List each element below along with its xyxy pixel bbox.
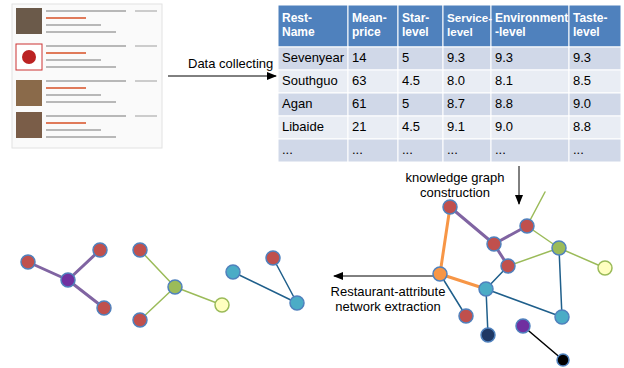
table-cell: ... (569, 139, 621, 162)
table-cell: Sevenyear (278, 47, 348, 70)
table-cell: 14 (348, 47, 398, 70)
arrow (519, 166, 520, 204)
table-header: Taste- level (569, 5, 621, 47)
knowledge-graph (433, 192, 612, 366)
table-cell: 8.8 (491, 93, 569, 116)
table-cell: 5 (398, 47, 443, 70)
table-cell: 21 (348, 116, 398, 139)
table-cell: 9.3 (443, 47, 491, 70)
table-cell: 9.3 (491, 47, 569, 70)
arrow-label: Restaurant-attribute network extraction (318, 284, 458, 314)
table-cell: 9.3 (569, 47, 621, 70)
table-header: Service- level (443, 5, 491, 47)
table-cell: Agan (278, 93, 348, 116)
table-header: Rest- Name (278, 5, 348, 47)
table-cell: 5 (398, 93, 443, 116)
table-cell: 8.1 (491, 70, 569, 93)
table-cell: ... (491, 139, 569, 162)
table-cell: ... (443, 139, 491, 162)
table-cell: 8.8 (569, 116, 621, 139)
table-grid (278, 5, 621, 162)
table-cell: 4.5 (398, 70, 443, 93)
table-cell: ... (348, 139, 398, 162)
table-cell: Libaide (278, 116, 348, 139)
table-header: Environment -level (491, 5, 569, 47)
arrow-label: knowledge graph construction (400, 170, 510, 200)
arrow (168, 76, 276, 77)
arrow (334, 276, 440, 277)
table-cell: 9.1 (443, 116, 491, 139)
table-cell: ... (398, 139, 443, 162)
table-cell: 61 (348, 93, 398, 116)
screenshot (12, 4, 162, 148)
table-header: Mean- price (348, 5, 398, 47)
table-cell: 8.0 (443, 70, 491, 93)
table-cell: ... (278, 139, 348, 162)
table-cell: 8.7 (443, 93, 491, 116)
table-cell: 4.5 (398, 116, 443, 139)
table-cell: 9.0 (569, 93, 621, 116)
table-cell: Southguo (278, 70, 348, 93)
table-cell: 8.5 (569, 70, 621, 93)
restaurant-attribute-networks (21, 243, 304, 327)
arrow-label: Data collecting (188, 56, 273, 71)
table-cell: 63 (348, 70, 398, 93)
table-cell: 9.0 (491, 116, 569, 139)
table-header: Star- level (398, 5, 443, 47)
